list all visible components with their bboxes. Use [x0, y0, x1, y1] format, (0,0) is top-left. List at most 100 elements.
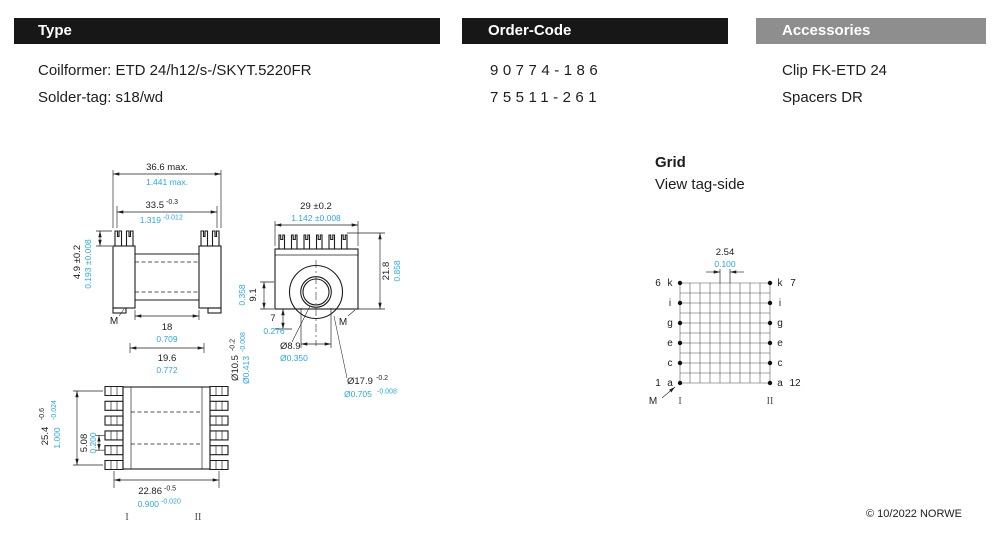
grid-col-2-numeral: II — [767, 396, 774, 407]
dim-pin-pitch-in: 0.200 — [88, 432, 98, 454]
dim-row-distance: 22.86 -0.5 0.900 -0.020 — [113, 471, 220, 509]
dim-pin-span-in: 1.000 — [52, 427, 62, 449]
dim-side-h3-in: 0.276 — [263, 326, 285, 336]
tag-pins-right — [209, 385, 229, 471]
dim-width: 33.5 -0.3 1.319 -0.012 — [116, 199, 218, 228]
m-label-grid: M — [649, 396, 657, 407]
side-view-drawing: 29 ±0.2 1.142 ±0.008 21.8 0.858 9.1 0.35… — [230, 201, 403, 399]
dim-inner-width-in: 0.709 — [156, 334, 178, 344]
m-label-front: M — [110, 316, 118, 327]
solder-tags-right — [200, 230, 220, 246]
grid-pitch-dim: 2.54 0.100 — [706, 247, 744, 283]
header-type-label: Type — [38, 22, 72, 39]
dim-width-in: 1.319 — [140, 215, 162, 225]
dim-side-height-in: 0.858 — [392, 260, 402, 282]
header-accessories-label: Accessories — [782, 22, 871, 39]
dim-tag-height: 4.9 ±0.2 0.193 ±0.008 — [72, 230, 112, 289]
pin-letter-i-right: i — [779, 298, 781, 309]
grid-pitch-mm: 2.54 — [716, 247, 735, 258]
dim-row-distance-mm: 22.86 — [138, 486, 162, 497]
dim-side-h3-mm: 7 — [270, 313, 275, 324]
dim-row-distance-in: 0.900 — [138, 499, 160, 509]
dim-boss-d3: Ø17.9 -0.2 Ø0.705 -0.008 — [333, 315, 397, 399]
header-bar-order-code: Order-Code — [462, 18, 728, 44]
solder-tag-spec: Solder-tag: s18/wd — [38, 89, 164, 106]
dim-outer-width-in: 0.772 — [156, 365, 178, 375]
coilformer-bottom-outline — [104, 385, 229, 471]
dim-inner-width-mm: 18 — [162, 322, 173, 333]
dim-tag-height-in: 0.193 ±0.008 — [83, 239, 93, 289]
dim-d1-mm: Ø8.9 — [280, 341, 301, 352]
pin-row-2-numeral: II — [195, 512, 202, 523]
grid-subheading: View tag-side — [655, 176, 745, 193]
coilformer-front-outline — [112, 230, 222, 314]
pin-num-12: 12 — [789, 378, 801, 389]
dim-d3-mm-tol: -0.2 — [376, 375, 388, 382]
dim-d2-mm-tol: -0.2 — [230, 339, 237, 351]
dim-d2-in-tol: -0.008 — [240, 332, 247, 352]
dim-width-mm: 33.5 — [146, 200, 165, 211]
pin-letter-e-left: e — [667, 338, 673, 349]
pin-num-1: 1 — [655, 378, 661, 389]
pin-letter-k-right: k — [778, 278, 784, 289]
dim-side-height-mm: 21.8 — [381, 262, 392, 281]
pin-letter-g-right: g — [777, 318, 783, 329]
dim-d3-mm: Ø17.9 — [347, 376, 373, 387]
dim-pin-span-in-tol: -0.024 — [51, 400, 58, 420]
dim-pin-span-mm: 25.4 — [40, 427, 51, 446]
dim-row-distance-in-tol: -0.020 — [161, 499, 181, 506]
dim-side-width-in: 1.142 ±0.008 — [291, 213, 341, 223]
dim-pin-span: 25.4 -0.6 1.000 -0.024 — [39, 390, 103, 466]
m-reference-front: M — [110, 308, 125, 327]
pin-letter-k-left: k — [668, 278, 674, 289]
coilformer-side-outline — [274, 234, 359, 346]
header-bar-type: Type — [14, 18, 440, 44]
dim-side-h2-in: 0.358 — [237, 284, 247, 306]
dim-width-max: 36.6 max. 1.441 max. — [112, 162, 222, 228]
pin-letter-e-right: e — [777, 338, 783, 349]
grid-heading: Grid — [655, 154, 686, 171]
header-order-code-label: Order-Code — [488, 22, 572, 39]
grid-pitch-in: 0.100 — [714, 259, 736, 269]
pin-num-7: 7 — [790, 278, 796, 289]
dim-d3-in: Ø0.705 — [344, 389, 372, 399]
dim-pin-pitch-mm: 5.08 — [79, 434, 90, 453]
m-reference-grid: M — [649, 386, 676, 407]
tag-pins-left — [104, 385, 124, 471]
dim-width-mm-tol: -0.3 — [166, 199, 178, 206]
order-code-2: 75511-261 — [490, 89, 602, 106]
pin-letter-i-left: i — [669, 298, 671, 309]
m-label-side: M — [339, 317, 347, 328]
dim-row-distance-mm-tol: -0.5 — [164, 486, 176, 493]
front-view-drawing: 36.6 max. 1.441 max. 33.5 -0.3 1.319 -0.… — [72, 162, 222, 375]
pin-dots — [677, 280, 773, 386]
dim-width-max-mm: 36.6 max. — [146, 162, 188, 173]
pin-row-1-numeral: I — [125, 512, 128, 523]
pin-letter-g-left: g — [667, 318, 673, 329]
dim-d2-in: Ø0.413 — [241, 356, 251, 384]
grid-labels-right: k 7 i g e c a 12 — [777, 278, 801, 389]
solder-tags-left — [114, 230, 134, 246]
header-bar-accessories: Accessories — [756, 18, 986, 44]
dim-d2-mm: Ø10.5 — [230, 355, 241, 381]
accessory-item-2: Spacers DR — [782, 89, 863, 106]
pin-letter-c-right: c — [778, 358, 783, 369]
dim-outer-width-mm: 19.6 — [158, 353, 177, 364]
dim-d1-in: Ø0.350 — [280, 353, 308, 363]
order-code-1: 90774-186 — [490, 62, 603, 79]
pin-comb — [278, 234, 348, 249]
grid-lines — [679, 282, 771, 384]
dim-inner-width: 18 0.709 — [134, 310, 200, 344]
dim-d3-in-tol: -0.008 — [377, 389, 397, 396]
bottom-view-drawing: 25.4 -0.6 1.000 -0.024 5.08 0.200 22.86 … — [39, 385, 229, 523]
pin-grid-diagram: 2.54 0.100 6 k i g e c a 1 k 7 i g e c a — [649, 247, 801, 407]
dim-side-h3: 7 0.276 — [263, 309, 292, 336]
grid-col-1-numeral: I — [678, 396, 681, 407]
coilformer-spec: Coilformer: ETD 24/h12/s-/SKYT.5220FR — [38, 62, 312, 79]
dim-tag-height-mm: 4.9 ±0.2 — [72, 245, 83, 279]
pin-letter-c-left: c — [668, 358, 673, 369]
dim-hole-d2: Ø10.5 -0.2 Ø0.413 -0.008 — [230, 308, 332, 384]
dim-width-max-in: 1.441 max. — [146, 177, 188, 187]
dim-pin-span-mm-tol: -0.6 — [39, 408, 46, 420]
